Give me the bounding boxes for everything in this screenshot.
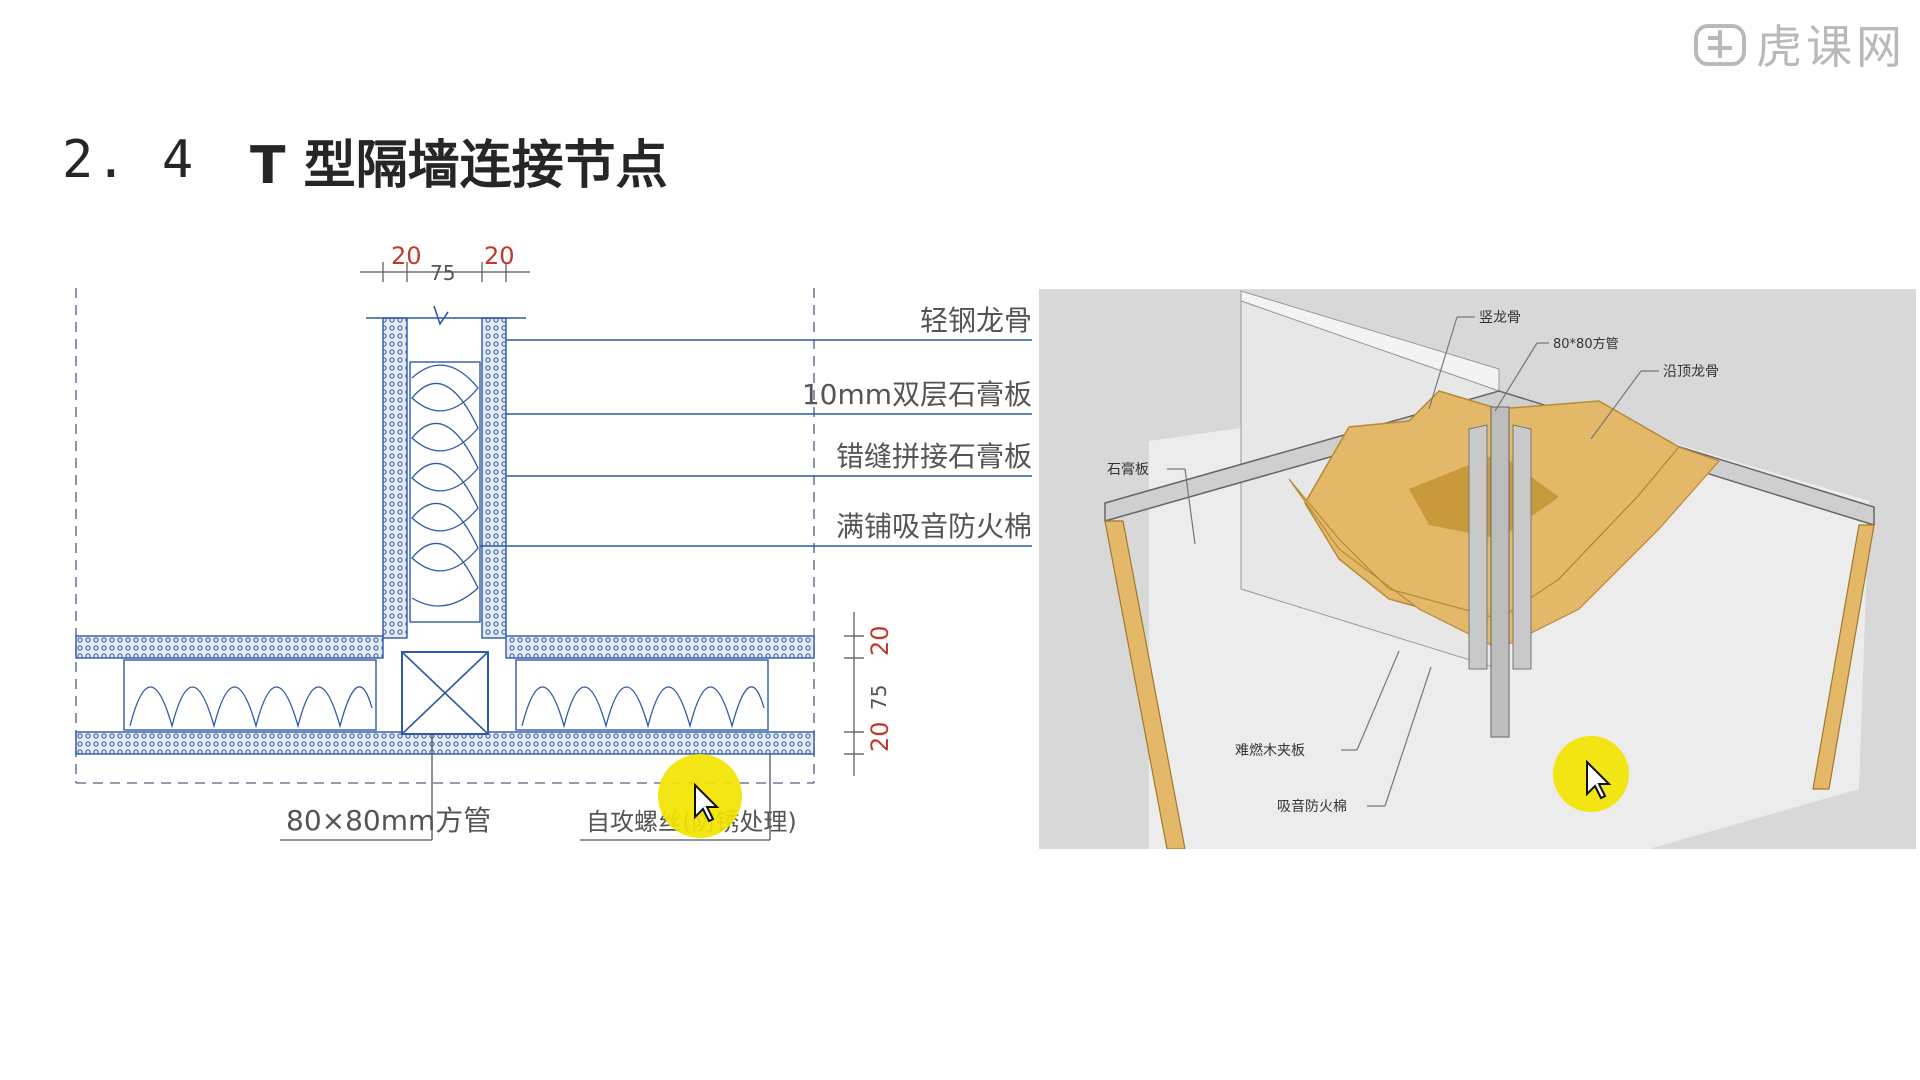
watermark-text: 虎课网 <box>1756 20 1906 74</box>
right-dimensions <box>844 612 864 776</box>
dim-right-bottom: 20 <box>866 721 894 752</box>
callout-leaders <box>480 339 1032 547</box>
watermark: 虎课网 <box>1692 16 1906 74</box>
dim-top-middle: 75 <box>430 261 455 285</box>
callout-light-steel-keel: 轻钢龙骨 <box>920 304 1032 337</box>
bottom-leaders <box>280 734 771 841</box>
callout-staggered-gypsum: 错缝拼接石膏板 <box>836 440 1032 473</box>
render-3d: 竖龙骨 80*80方管 沿顶龙骨 石膏板 难燃木夹板 吸音防火棉 <box>1039 289 1916 849</box>
label-stud: 竖龙骨 <box>1479 310 1521 326</box>
cursor-highlight-icon-2 <box>1553 736 1629 812</box>
top-dimensions <box>360 262 530 282</box>
horizontal-wall <box>75 635 815 755</box>
cursor-highlight-icon <box>658 754 742 838</box>
label-gypsum-board: 石膏板 <box>1107 461 1149 478</box>
label-top-track: 沿顶龙骨 <box>1663 364 1719 380</box>
slide-title: 2. 4 T 型隔墙连接节点 <box>62 120 668 200</box>
vertical-wall <box>366 305 526 639</box>
plan-drawing: 20 75 20 20 75 20 轻钢龙骨 10mm双层石膏板 错缝拼接石膏板… <box>60 228 1050 908</box>
dim-right-middle: 75 <box>867 685 891 710</box>
dim-right-top: 20 <box>866 625 894 656</box>
callout-acoustic-cotton: 满铺吸音防火棉 <box>836 510 1032 543</box>
square-tube <box>401 651 489 735</box>
callout-double-gypsum: 10mm双层石膏板 <box>802 378 1032 411</box>
tiger-logo-icon <box>1694 24 1746 66</box>
render-leaders <box>1167 316 1659 807</box>
dim-top-left: 20 <box>391 242 422 270</box>
label-square-tube-3d: 80*80方管 <box>1553 336 1619 352</box>
section-number: 2. 4 <box>62 130 196 190</box>
label-square-tube: 80×80mm方管 <box>286 804 491 837</box>
label-fire-plywood: 难燃木夹板 <box>1235 742 1305 759</box>
section-title: T 型隔墙连接节点 <box>250 135 668 196</box>
label-acoustic-cotton-3d: 吸音防火棉 <box>1277 798 1347 815</box>
dim-top-right: 20 <box>484 242 515 270</box>
